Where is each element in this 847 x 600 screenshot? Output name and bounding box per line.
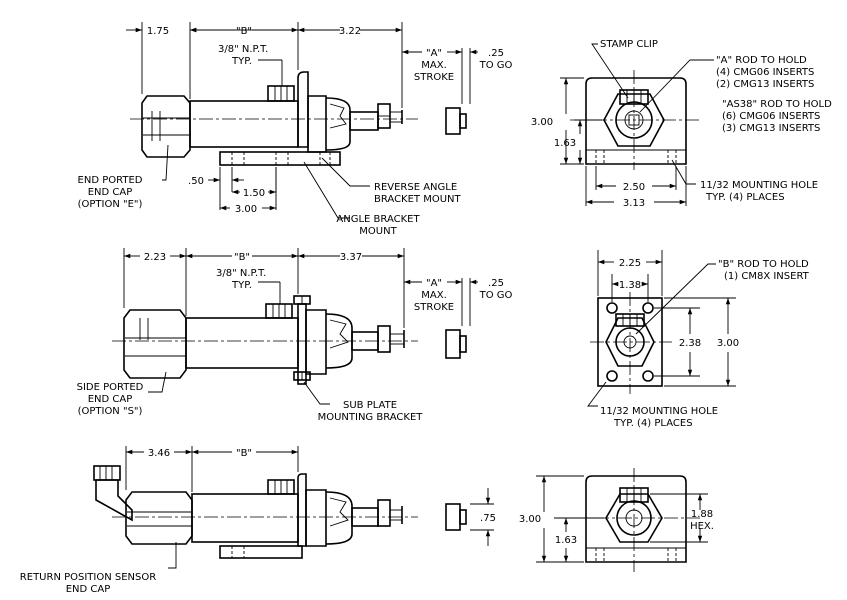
mid-to-go-1: .25 bbox=[488, 278, 504, 289]
mid-to-go-2: TO GO bbox=[479, 290, 513, 301]
mid-npt: 3/8" N.P.T. bbox=[216, 268, 266, 279]
mid-stroke-1: "A" bbox=[426, 278, 442, 289]
rod-b-label-1: "B" ROD TO HOLD bbox=[718, 259, 809, 270]
mid-end-dim-300: 3.00 bbox=[717, 338, 739, 349]
mid-stroke-2: MAX. bbox=[421, 290, 447, 301]
mid-dim-end-cap: 2.23 bbox=[144, 252, 166, 263]
top-side-view-labels: 1.75 "B" 3.22 3/8" N.P.T. TYP. "A" MAX. … bbox=[78, 26, 513, 237]
bottom-end-hex: HEX. bbox=[690, 521, 714, 532]
top-to-go-2: TO GO bbox=[479, 60, 513, 71]
mid-side-view bbox=[112, 248, 478, 405]
top-dim-50: .50 bbox=[188, 176, 204, 187]
angle-bracket-label-1: ANGLE BRACKET bbox=[336, 214, 420, 225]
top-npt-typ: TYP. bbox=[231, 56, 252, 67]
mid-npt-typ: TYP. bbox=[231, 280, 252, 291]
top-dim-body: "B" bbox=[236, 26, 252, 37]
sensor-label-2: END CAP bbox=[66, 584, 111, 595]
bottom-end-dim-300: 3.00 bbox=[519, 514, 541, 525]
top-dim-end-cap: 1.75 bbox=[147, 26, 169, 37]
mid-dim-body: "B" bbox=[234, 252, 250, 263]
end-ported-label-3: (OPTION "E") bbox=[78, 199, 143, 210]
bottom-end-dim-188: 1.88 bbox=[691, 509, 713, 520]
sub-plate-label-1: SUB PLATE bbox=[343, 400, 397, 411]
top-end-dim-163: 1.63 bbox=[554, 138, 576, 149]
mid-end-view bbox=[587, 250, 736, 407]
end-ported-label-1: END PORTED bbox=[78, 175, 143, 186]
reverse-bracket-label-2: BRACKET MOUNT bbox=[374, 194, 462, 205]
mid-end-view-labels: 2.25 1.38 "B" ROD TO HOLD (1) CM8X INSER… bbox=[600, 258, 810, 429]
bottom-dim-end-cap: 3.46 bbox=[148, 448, 170, 459]
rod-as38-label-1: "AS38" ROD TO HOLD bbox=[722, 99, 832, 110]
top-mount-hole-2: TYP. (4) PLACES bbox=[705, 192, 785, 203]
bottom-end-dim-163: 1.63 bbox=[555, 535, 577, 546]
sub-plate-label-2: MOUNTING BRACKET bbox=[318, 412, 424, 423]
top-mount-hole-1: 11/32 MOUNTING HOLE bbox=[700, 180, 818, 191]
top-stroke-2: MAX. bbox=[421, 60, 447, 71]
top-to-go-1: .25 bbox=[488, 48, 504, 59]
rod-as38-label-3: (3) CMG13 INSERTS bbox=[722, 123, 820, 134]
side-ported-label-3: (OPTION "S") bbox=[78, 406, 143, 417]
mid-end-dim-138: 1.38 bbox=[619, 280, 641, 291]
side-ported-label-1: SIDE PORTED bbox=[77, 382, 144, 393]
top-end-dim-height: 3.00 bbox=[531, 117, 553, 128]
bottom-end-view bbox=[536, 468, 708, 572]
stamp-clip-label: STAMP CLIP bbox=[600, 39, 658, 50]
mid-stroke-3: STROKE bbox=[414, 302, 454, 313]
bottom-side-view-labels: 3.46 "B" .75 RETURN POSITION SENSOR END … bbox=[20, 448, 496, 595]
rod-as38-label-2: (6) CMG06 INSERTS bbox=[722, 111, 820, 122]
bottom-side-view bbox=[93, 446, 494, 569]
mid-mount-hole-1: 11/32 MOUNTING HOLE bbox=[600, 406, 718, 417]
rod-a-label-2: (4) CMG06 INSERTS bbox=[716, 67, 814, 78]
rod-a-label-1: "A" ROD TO HOLD bbox=[716, 55, 807, 66]
mid-side-view-labels: 2.23 "B" 3.37 3/8" N.P.T. TYP. "A" MAX. … bbox=[77, 252, 513, 423]
top-end-view-labels: STAMP CLIP "A" ROD TO HOLD (4) CMG06 INS… bbox=[531, 39, 832, 209]
rod-a-label-3: (2) CMG13 INSERTS bbox=[716, 79, 814, 90]
sensor-label-1: RETURN POSITION SENSOR bbox=[20, 572, 156, 583]
top-end-dim-250: 2.50 bbox=[623, 182, 645, 193]
end-ported-label-2: END CAP bbox=[88, 187, 133, 198]
bottom-end-view-labels: 3.00 1.63 1.88 HEX. bbox=[519, 509, 714, 546]
mid-dim-rod: 3.37 bbox=[340, 252, 362, 263]
top-stroke-3: STROKE bbox=[414, 72, 454, 83]
top-dim-150: 1.50 bbox=[243, 188, 265, 199]
top-dim-300: 3.00 bbox=[235, 204, 257, 215]
top-npt: 3/8" N.P.T. bbox=[218, 44, 268, 55]
top-stroke-1: "A" bbox=[426, 48, 442, 59]
mid-end-dim-238: 2.38 bbox=[679, 338, 701, 349]
top-end-dim-313: 3.13 bbox=[623, 198, 645, 209]
mid-end-dim-225: 2.25 bbox=[619, 258, 641, 269]
top-end-view bbox=[560, 43, 714, 206]
rod-b-label-2: (1) CM8X INSERT bbox=[724, 271, 810, 282]
reverse-bracket-label-1: REVERSE ANGLE bbox=[374, 182, 457, 193]
top-dim-rod: 3.22 bbox=[339, 26, 361, 37]
bottom-dim-body: "B" bbox=[236, 448, 252, 459]
side-ported-label-2: END CAP bbox=[88, 394, 133, 405]
angle-bracket-label-2: MOUNT bbox=[359, 226, 397, 237]
bottom-dim-75: .75 bbox=[480, 513, 496, 524]
mid-mount-hole-2: TYP. (4) PLACES bbox=[613, 418, 693, 429]
top-side-view bbox=[126, 22, 478, 219]
